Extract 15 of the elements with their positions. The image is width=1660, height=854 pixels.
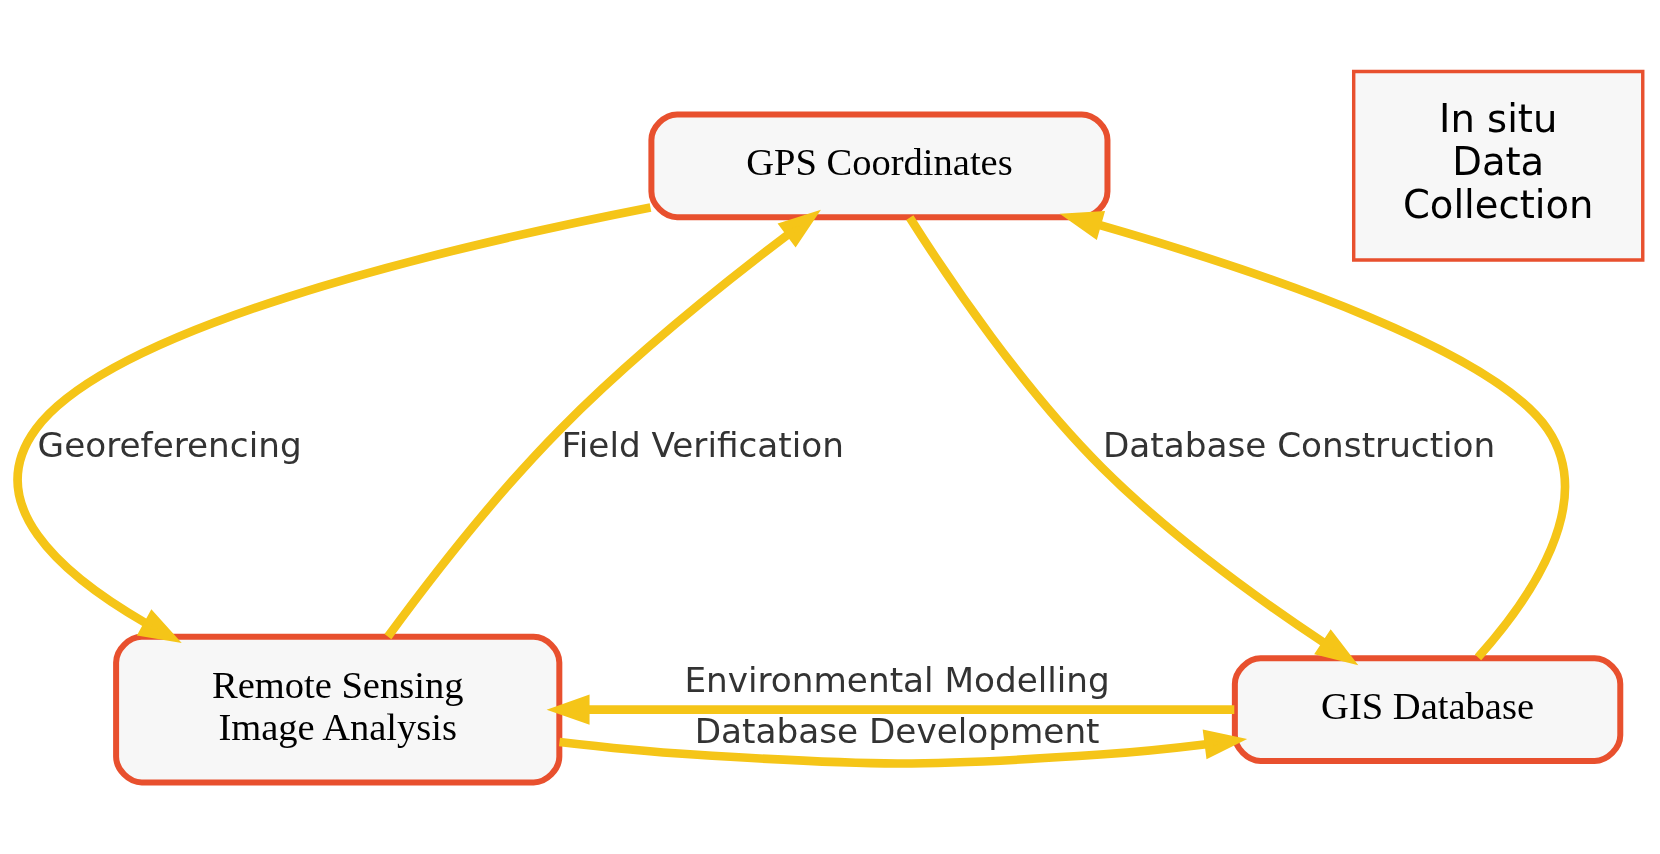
arrow: [906, 215, 1359, 666]
arrow: [13, 203, 652, 643]
edge-label: Georeferencing: [37, 424, 302, 465]
node-box: Remote Sensing Image Analysis: [113, 633, 563, 786]
edge-label: Field Verification: [561, 424, 844, 465]
arrow: [384, 209, 821, 640]
edge-label: Environmental Modelling: [684, 660, 1110, 701]
node-box: In situ Data Collection: [1352, 69, 1645, 262]
node-box: GPS Coordinates: [648, 111, 1111, 221]
arrow: [1059, 211, 1569, 661]
arrow: [558, 729, 1248, 768]
edge-label: Database Development: [694, 711, 1100, 752]
arrow: [546, 694, 1235, 725]
edge-label: Database Construction: [1102, 424, 1496, 465]
node-box: GIS Database: [1231, 655, 1624, 764]
